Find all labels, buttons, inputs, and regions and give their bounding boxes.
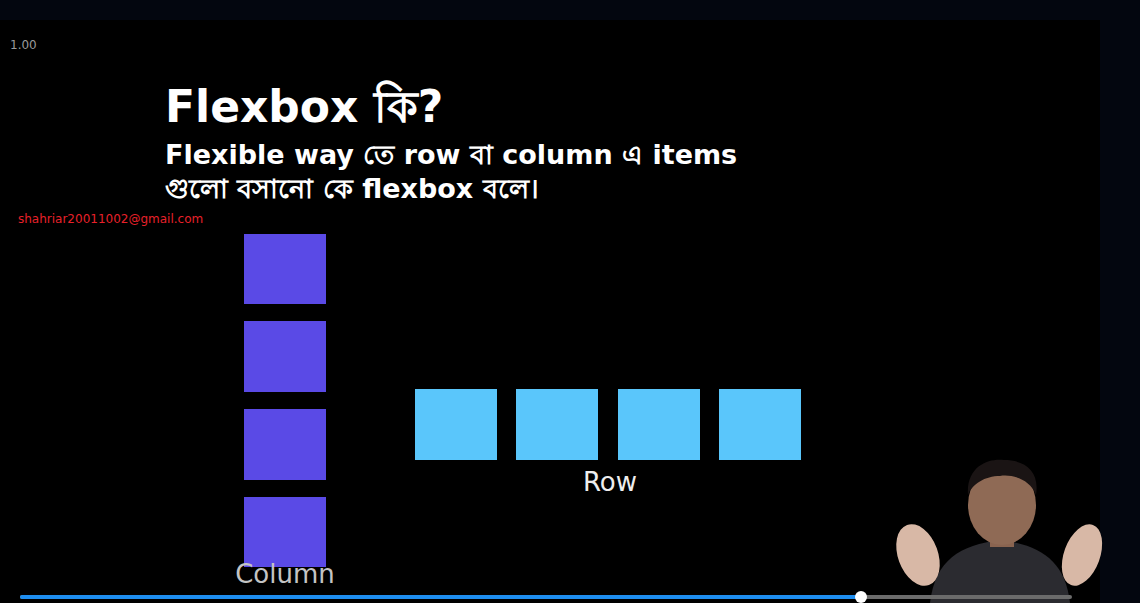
- progress-bar: [20, 591, 1072, 603]
- slide-title: Flexbox কি?: [165, 74, 443, 147]
- row-square: [516, 389, 598, 460]
- row-square: [618, 389, 700, 460]
- column-square: [244, 321, 326, 392]
- column-square: [244, 409, 326, 480]
- watermark: shahriar20011002@gmail.com: [18, 212, 203, 227]
- slide-subtitle: Flexible way তে row বা column এ items গু…: [165, 138, 765, 206]
- column-squares: [244, 234, 326, 567]
- presenter-hand: [1054, 519, 1110, 591]
- row-square: [719, 389, 801, 460]
- row-squares: [415, 389, 801, 460]
- row-label: Row: [583, 466, 637, 499]
- presenter-hand: [888, 518, 947, 592]
- progress-knob: [855, 591, 867, 603]
- progress-played: [20, 595, 860, 599]
- presenter: [888, 460, 1110, 603]
- column-label: Column: [235, 558, 335, 591]
- video-area: [0, 20, 1100, 603]
- progress-track: [20, 595, 1072, 599]
- column-square: [244, 234, 326, 304]
- presenter-body: [930, 540, 1070, 603]
- presenter-hair: [968, 460, 1037, 495]
- playback-speed: 1.00: [10, 38, 37, 53]
- row-square: [415, 389, 497, 460]
- column-square: [244, 497, 326, 567]
